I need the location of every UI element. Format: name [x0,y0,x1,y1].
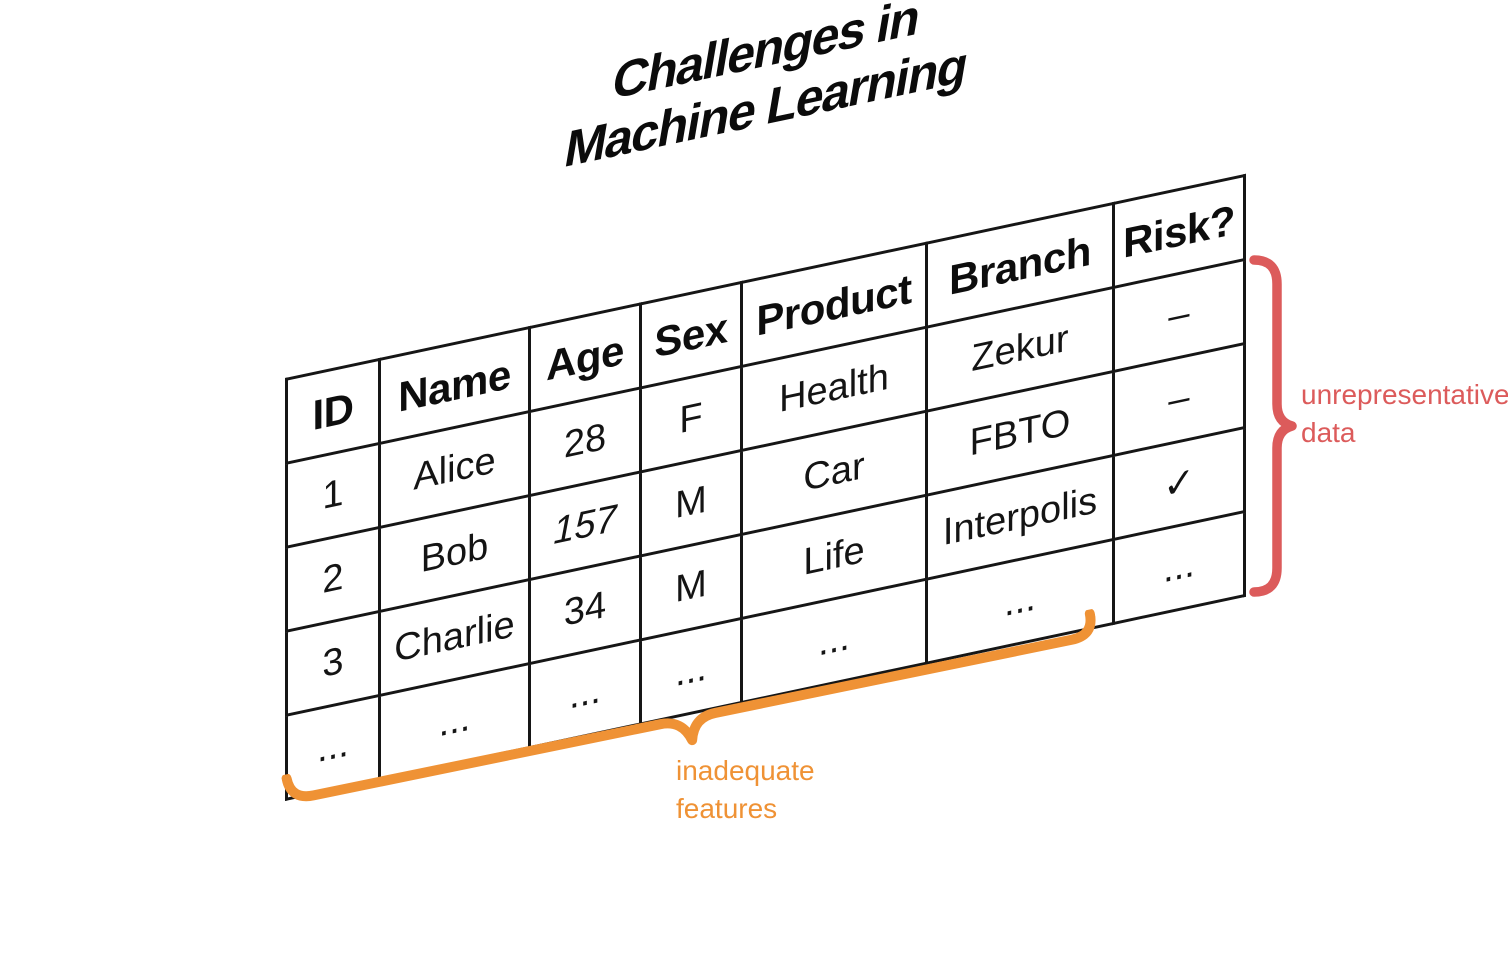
unrepresentative-data-label: unrepresentative data [1301,376,1508,452]
curly-brace-right-icon [1249,255,1297,597]
page-title: Challenges in Machine Learning [496,0,1036,193]
inadequate-features-label-line2: features [676,793,778,824]
unrepresentative-data-label-line1: unrepresentative [1301,379,1508,410]
inadequate-features-label: inadequate features [676,752,815,828]
unrepresentative-data-label-line2: data [1301,417,1356,448]
curly-underbrace-icon [281,608,1096,802]
inadequate-features-label-line1: inadequate [676,755,815,786]
